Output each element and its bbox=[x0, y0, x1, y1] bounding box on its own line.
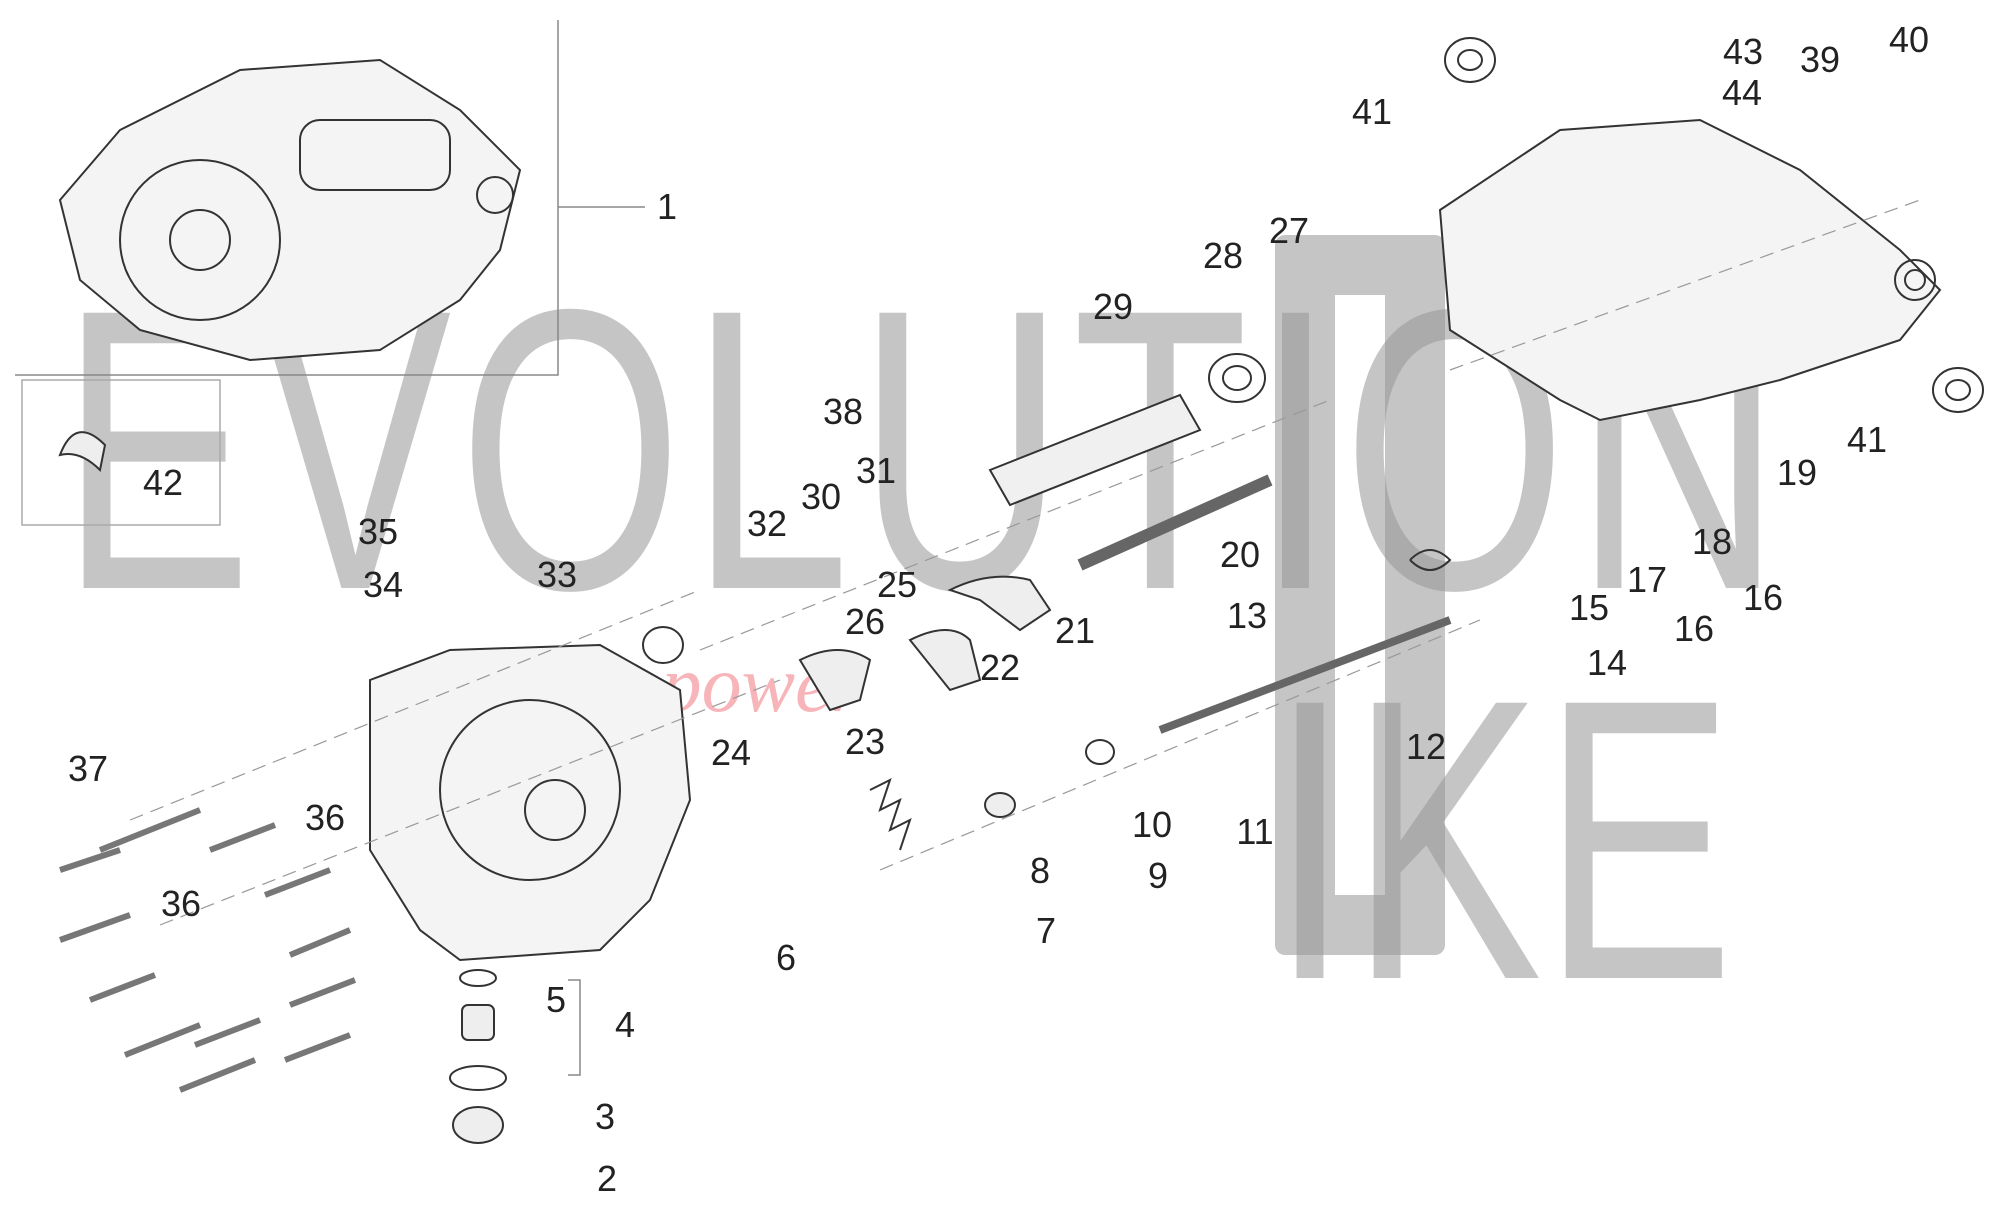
assembled-gearbox bbox=[58, 58, 522, 362]
fork-23 bbox=[798, 649, 872, 712]
part-42-box bbox=[21, 379, 221, 526]
callout-36: 36 bbox=[160, 883, 202, 924]
callout-27: 27 bbox=[1268, 210, 1310, 251]
callout-10: 10 bbox=[1131, 804, 1173, 845]
roller-9 bbox=[984, 792, 1016, 818]
part-42-seal bbox=[58, 431, 107, 473]
callout-42: 42 bbox=[142, 462, 184, 503]
callout-41: 41 bbox=[1846, 419, 1888, 460]
callout-37: 37 bbox=[67, 748, 109, 789]
right-casing bbox=[1438, 118, 1942, 422]
assembly-lines bbox=[129, 199, 1921, 926]
callout-2: 2 bbox=[596, 1158, 618, 1199]
callout-1: 1 bbox=[656, 186, 678, 227]
callout-8: 8 bbox=[1029, 850, 1051, 891]
bracket-line-1 bbox=[15, 20, 559, 376]
callout-18: 18 bbox=[1691, 521, 1733, 562]
callout-9: 9 bbox=[1147, 855, 1169, 896]
gearshift-shaft-12 bbox=[1158, 616, 1452, 734]
bush-10 bbox=[1085, 739, 1115, 765]
callout-13: 13 bbox=[1226, 595, 1268, 636]
callout-21: 21 bbox=[1054, 610, 1096, 651]
callout-24: 24 bbox=[710, 732, 752, 773]
bearings bbox=[642, 37, 1984, 664]
bolts-37 bbox=[58, 807, 357, 1093]
callout-28: 28 bbox=[1202, 235, 1244, 276]
callout-26: 26 bbox=[844, 601, 886, 642]
callout-40: 40 bbox=[1888, 19, 1930, 60]
spring-14 bbox=[1409, 549, 1452, 571]
spring-7 bbox=[869, 778, 912, 851]
callout-25: 25 bbox=[876, 564, 918, 605]
callout-16: 16 bbox=[1673, 608, 1715, 649]
callout-29: 29 bbox=[1092, 286, 1134, 327]
watermark-b-shape bbox=[1275, 235, 1445, 955]
callout-4: 4 bbox=[614, 1004, 636, 1045]
callout-30: 30 bbox=[800, 476, 842, 517]
callout-15: 15 bbox=[1568, 587, 1610, 628]
callout-22: 22 bbox=[979, 647, 1021, 688]
left-casing-cover bbox=[369, 643, 692, 962]
fork-21 bbox=[947, 575, 1052, 632]
callout-31: 31 bbox=[855, 450, 897, 491]
callout-33: 33 bbox=[536, 554, 578, 595]
callout-7: 7 bbox=[1035, 910, 1057, 951]
callout-32: 32 bbox=[746, 503, 788, 544]
callout-39: 39 bbox=[1799, 39, 1841, 80]
callout-23: 23 bbox=[844, 721, 886, 762]
callout-6: 6 bbox=[775, 937, 797, 978]
callout-36: 36 bbox=[304, 797, 346, 838]
fork-22 bbox=[908, 629, 982, 692]
callout-38: 38 bbox=[822, 391, 864, 432]
shaft-20 bbox=[1077, 474, 1273, 571]
callout-3: 3 bbox=[594, 1096, 616, 1137]
callout-41: 41 bbox=[1351, 91, 1393, 132]
callout-11: 11 bbox=[1236, 811, 1274, 852]
callout-5: 5 bbox=[545, 979, 567, 1020]
drain-plug-parts bbox=[449, 969, 581, 1144]
callout-20: 20 bbox=[1219, 534, 1261, 575]
callout-16: 16 bbox=[1742, 577, 1784, 618]
callout-43: 43 bbox=[1722, 31, 1764, 72]
callout-17: 17 bbox=[1626, 559, 1668, 600]
callout-44: 44 bbox=[1721, 72, 1763, 113]
callout-14: 14 bbox=[1586, 642, 1628, 683]
callout-19: 19 bbox=[1776, 452, 1818, 493]
selector-drum bbox=[988, 393, 1202, 507]
callout-34: 34 bbox=[362, 564, 404, 605]
callout-12: 12 bbox=[1405, 726, 1447, 767]
callout-35: 35 bbox=[357, 511, 399, 552]
